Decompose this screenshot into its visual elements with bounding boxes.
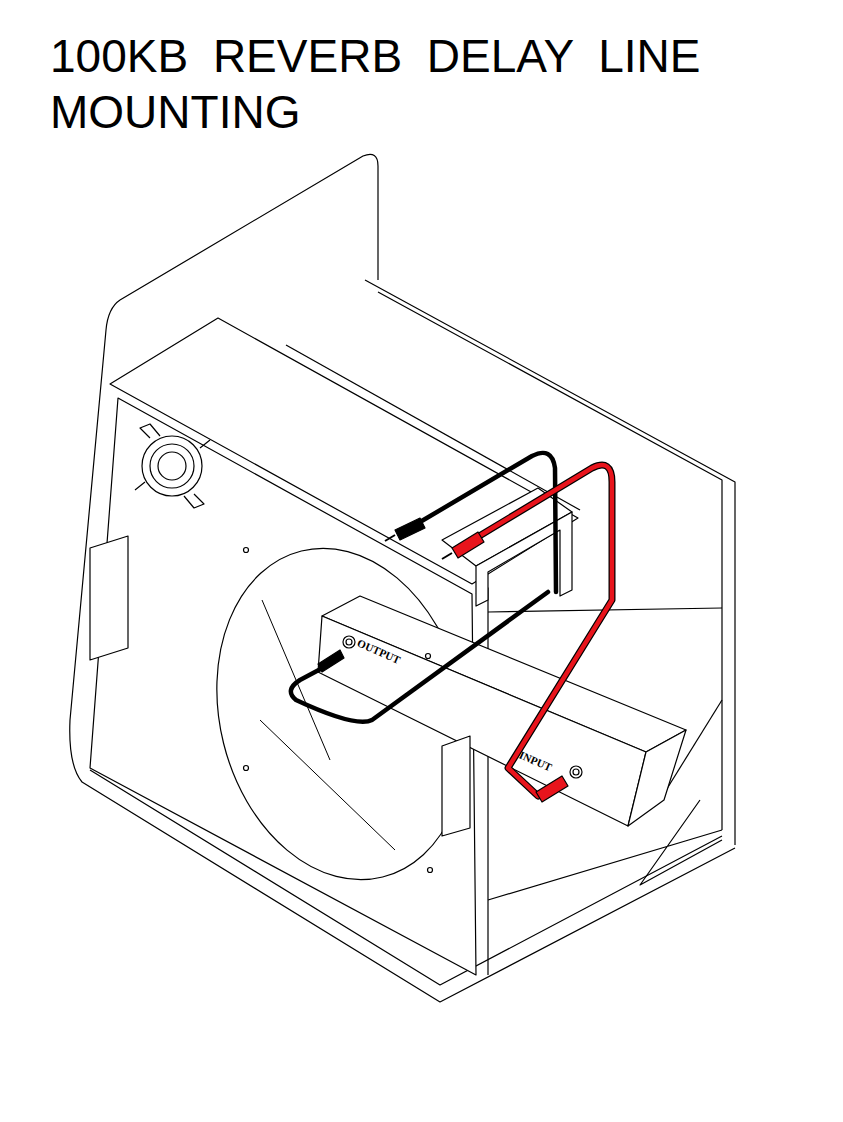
jack [343, 636, 355, 648]
red-cable-outline [476, 465, 612, 796]
jack [573, 769, 579, 775]
black-cable [291, 453, 556, 722]
rca-plug [452, 532, 484, 558]
rca-plug [395, 518, 425, 540]
rca-plug [536, 776, 568, 802]
baffle-back-edge [286, 345, 580, 510]
handle [442, 736, 470, 836]
vent [135, 424, 210, 508]
handle [90, 536, 128, 660]
page-title: 100KB REVERB DELAY LINE MOUNTING [50, 28, 770, 140]
tank-side [628, 730, 686, 826]
jack [346, 639, 352, 645]
rca-pin [385, 535, 395, 541]
rca-plug [318, 650, 344, 672]
rca-pin [442, 553, 452, 559]
left-panel-outline [70, 300, 735, 1002]
left-panel-top [120, 154, 378, 300]
red-cable [476, 465, 612, 796]
jack [570, 766, 582, 778]
screw-holes [244, 548, 433, 873]
